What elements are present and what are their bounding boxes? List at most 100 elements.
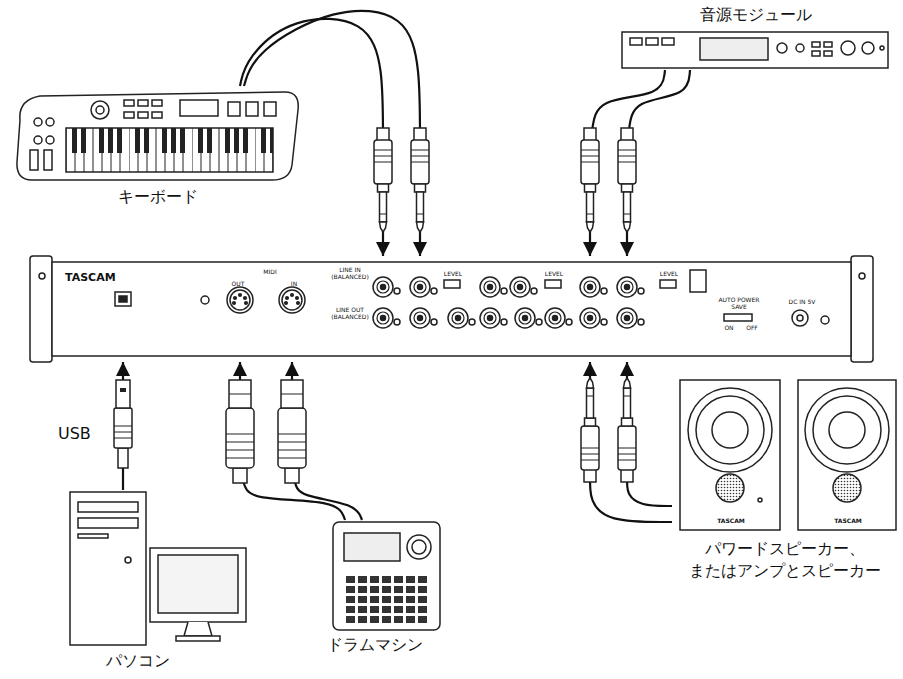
sound-module-drawing xyxy=(777,43,787,53)
panel-label: AUTO POWER SAVE xyxy=(716,296,762,310)
audio-interface-drawing xyxy=(545,280,561,288)
audio-interface-drawing xyxy=(580,277,607,297)
audio-interface-drawing xyxy=(279,287,305,313)
audio-interface-drawing xyxy=(797,315,803,321)
audio-interface-drawing xyxy=(851,256,873,362)
midi-plugs xyxy=(278,380,306,483)
audio-interface-drawing xyxy=(580,308,607,328)
computer-drawing xyxy=(78,518,138,528)
picture-space xyxy=(58,490,218,650)
sound-module-drawing xyxy=(700,38,768,60)
computer-drawing xyxy=(78,502,138,512)
speaker-drawing xyxy=(813,396,881,464)
panel-label: OFF xyxy=(744,324,760,331)
keyboard-drawing xyxy=(264,102,276,116)
speaker-drawing xyxy=(716,474,744,502)
audio-interface-drawing xyxy=(373,277,400,297)
computer-drawing xyxy=(125,557,131,563)
speakers: パワードスピーカー、 またはアンプとスピーカー xyxy=(672,378,898,582)
device-label: TASCAM xyxy=(65,271,116,285)
sound-module-drawing xyxy=(862,42,874,54)
panel-label: MIDI xyxy=(258,268,282,275)
keyboard-drawing xyxy=(152,112,162,118)
keyboard-drawing xyxy=(30,150,38,170)
keyboard-drawing xyxy=(46,118,54,126)
device-label: パソコン xyxy=(58,650,218,672)
computer-drawing xyxy=(184,622,212,636)
panel-label: TASCAM xyxy=(828,517,868,524)
device-label: キーボード xyxy=(12,186,304,208)
keyboard-drawing xyxy=(124,112,134,118)
sound-module-drawing xyxy=(796,44,804,52)
drum-machine-drawing xyxy=(407,535,431,559)
keyboard: キーボード xyxy=(12,86,304,208)
sound-module-drawing xyxy=(630,38,642,45)
keyboard-drawing xyxy=(17,92,298,180)
sound-module-drawing xyxy=(812,51,820,56)
audio-interface-drawing xyxy=(30,256,52,362)
keyboard-drawing xyxy=(180,100,218,116)
panel-label: LINE OUT (BALANCED) xyxy=(330,306,370,320)
sound-module: 音源モジュール xyxy=(618,4,893,70)
jack-plugs xyxy=(411,128,429,232)
keyboard-drawing xyxy=(246,102,258,116)
speaker-drawing xyxy=(833,474,861,502)
audio-interface-drawing xyxy=(30,256,873,362)
jack-plugs xyxy=(618,128,636,232)
speaker-drawing xyxy=(680,380,896,530)
device-label: 音源モジュール xyxy=(618,4,893,26)
audio-interface-drawing xyxy=(39,273,45,279)
panel-label: LEVEL xyxy=(656,270,682,277)
cable xyxy=(590,70,665,256)
audio-interface-drawing xyxy=(480,308,507,328)
keyboard-drawing xyxy=(66,128,273,172)
speaker-drawing xyxy=(696,396,764,464)
audio-interface-drawing xyxy=(119,296,127,302)
jack-plugs xyxy=(581,378,599,482)
keyboard-drawing xyxy=(34,136,42,144)
keyboard-drawing xyxy=(17,92,298,180)
audio-interface-drawing xyxy=(410,277,437,297)
speaker-drawing xyxy=(688,388,772,472)
keyboard-drawing xyxy=(228,102,240,116)
panel-label: DC IN 5V xyxy=(782,298,822,305)
sound-module-drawing xyxy=(622,32,888,68)
computer-drawing xyxy=(176,636,220,641)
audio-interface-drawing xyxy=(859,273,865,279)
sound-module-drawing xyxy=(824,51,832,56)
audio-interface-drawing xyxy=(792,310,808,326)
cable-label: USB xyxy=(56,424,93,444)
audio-interface-drawing xyxy=(52,262,851,356)
jack-plugs xyxy=(581,128,599,232)
computer: パソコン xyxy=(58,490,218,672)
audio-interface-drawing xyxy=(480,277,507,297)
computer-drawing xyxy=(78,534,108,538)
audio-interface-drawing xyxy=(115,292,131,306)
audio-interface-drawing xyxy=(201,296,209,304)
panel-label: LEVEL xyxy=(440,270,466,277)
jack-plugs xyxy=(618,378,636,482)
cable xyxy=(240,362,345,520)
keyboard-drawing xyxy=(124,100,134,106)
panel-label: ON xyxy=(722,324,736,331)
cable xyxy=(244,11,420,256)
cable xyxy=(590,362,672,522)
picture-space xyxy=(300,520,450,634)
jack-plugs xyxy=(374,128,636,482)
sound-module-drawing xyxy=(824,42,832,47)
audio-interface-drawing xyxy=(690,270,706,292)
drum-machine: ドラムマシン xyxy=(300,520,450,656)
panel-label: LINE IN (BALANCED) xyxy=(330,266,370,280)
picture-space xyxy=(672,378,898,538)
sound-module-drawing xyxy=(622,32,888,68)
jack-plugs xyxy=(374,128,392,232)
keyboard-drawing xyxy=(138,112,148,118)
usb-plug xyxy=(114,380,132,468)
drum-machine-drawing xyxy=(345,575,429,623)
audio-interface-drawing xyxy=(448,308,475,328)
drum-machine-drawing xyxy=(333,522,440,630)
sound-module-drawing xyxy=(812,42,820,47)
usb-plug xyxy=(114,380,132,468)
audio-interface-drawing xyxy=(510,277,537,297)
